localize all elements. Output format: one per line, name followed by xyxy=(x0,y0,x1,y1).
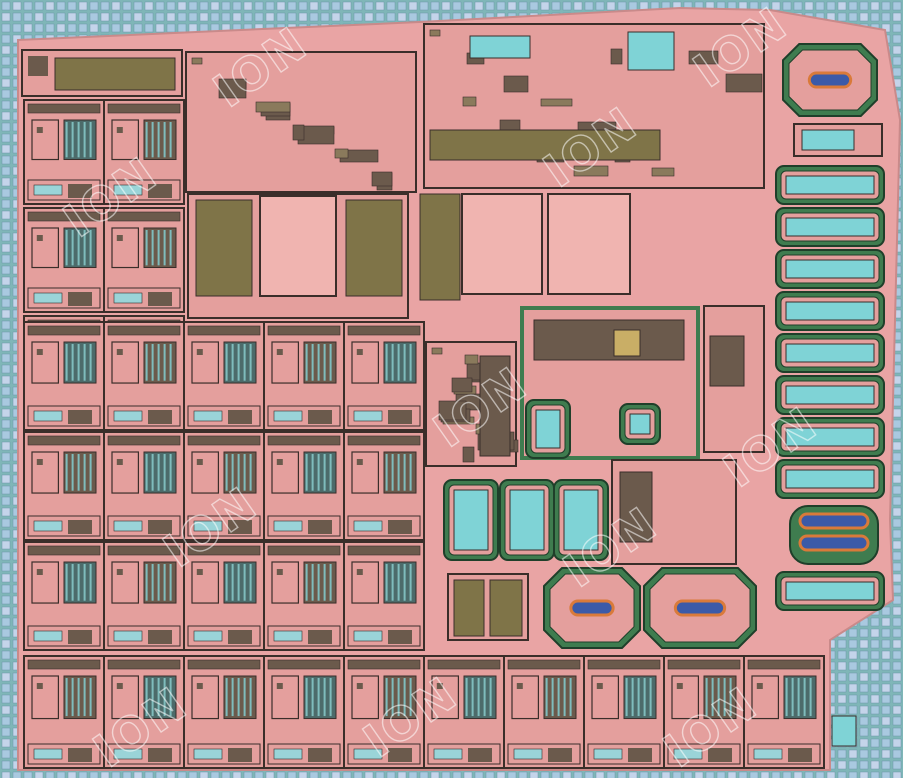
spiral-inductor-right xyxy=(643,567,757,649)
cyan-capsule-bottom xyxy=(775,571,885,611)
register-array xyxy=(627,31,675,71)
comparator-bank xyxy=(479,355,511,457)
plate-a xyxy=(461,193,543,295)
resistor-plate xyxy=(259,195,337,297)
logic-cell xyxy=(343,431,425,541)
inductor-ring-3 xyxy=(553,479,609,561)
logic-cell xyxy=(103,541,185,651)
cyan-capsule xyxy=(775,375,885,415)
logic-cell xyxy=(503,655,585,769)
cyan-capsule xyxy=(775,291,885,331)
digital-block-a xyxy=(185,51,417,193)
transistor-array xyxy=(533,319,685,361)
logic-cell xyxy=(23,207,105,313)
cyan-capsule xyxy=(775,207,885,247)
logic-cell xyxy=(263,321,345,431)
inductor-ring-2 xyxy=(499,479,555,561)
cap-bank-left xyxy=(195,199,253,297)
logic-cell xyxy=(23,655,105,769)
logic-cell xyxy=(183,655,265,769)
logic-cell xyxy=(23,321,105,431)
logic-cell xyxy=(23,541,105,651)
logic-cell xyxy=(343,541,425,651)
plate-b xyxy=(547,193,631,295)
logic-cell xyxy=(103,207,185,313)
logic-cell xyxy=(583,655,665,769)
cyan-capsule xyxy=(775,459,885,499)
logic-cell xyxy=(343,321,425,431)
logic-cell xyxy=(743,655,825,769)
cyan-capsule xyxy=(775,333,885,373)
logic-cell xyxy=(423,655,505,769)
spiral-inductor-left xyxy=(543,567,641,649)
logic-cell xyxy=(183,321,265,431)
cap-array-b xyxy=(489,579,523,637)
cap-bank-right xyxy=(345,199,403,297)
ring-small-a xyxy=(525,399,571,459)
logic-cell xyxy=(23,431,105,541)
cap-array-top xyxy=(801,129,855,151)
cyan-capsule xyxy=(775,165,885,205)
logic-cell xyxy=(23,99,105,205)
logic-cell xyxy=(263,431,345,541)
register-array xyxy=(469,35,531,59)
capacitor-row xyxy=(429,129,661,161)
logic-cell xyxy=(263,541,345,651)
capacitor-plate xyxy=(54,57,176,91)
bond-pad xyxy=(613,329,641,357)
dual-inductor xyxy=(789,505,879,565)
inductor-ring-1 xyxy=(443,479,499,561)
cap-column xyxy=(419,193,461,301)
logic-cell xyxy=(103,431,185,541)
device xyxy=(709,335,745,387)
logic-cell xyxy=(343,655,425,769)
spiral-inductor-top xyxy=(782,43,878,117)
logic-cell xyxy=(183,431,265,541)
logic-cell xyxy=(663,655,745,769)
logic-cell xyxy=(183,541,265,651)
pad xyxy=(28,56,48,76)
logic-cell xyxy=(103,655,185,769)
logic-cell xyxy=(103,321,185,431)
cap-array-a xyxy=(453,579,485,637)
corner-pad xyxy=(831,715,857,747)
cyan-capsule xyxy=(775,249,885,289)
logic-cell xyxy=(263,655,345,769)
device xyxy=(619,471,653,543)
cyan-capsule xyxy=(775,417,885,457)
logic-cell xyxy=(103,99,185,205)
ring-small-b xyxy=(619,403,661,445)
